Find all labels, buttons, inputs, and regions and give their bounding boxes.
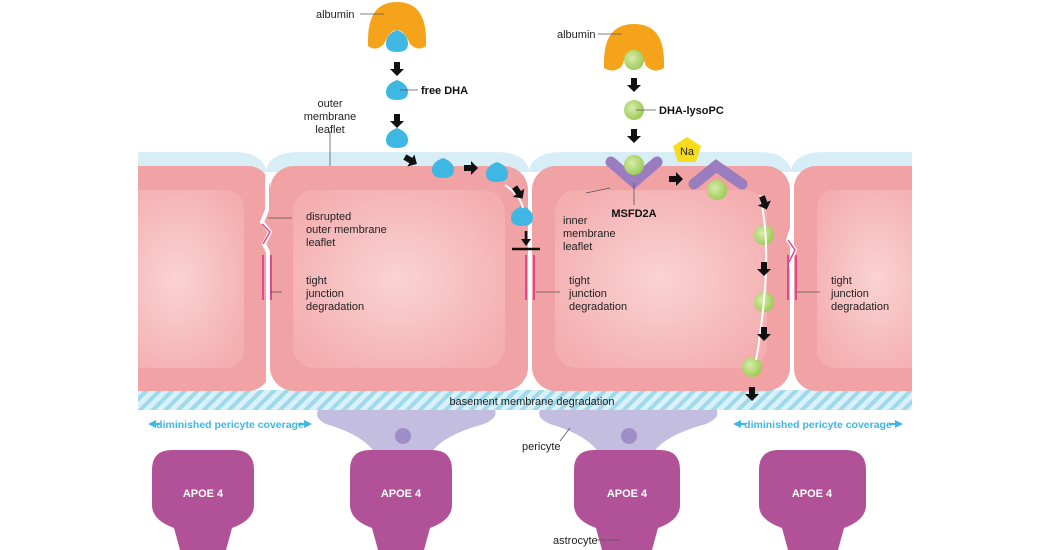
disrupted-leaflet-label-line1: disrupted [306,211,351,223]
pericyte-nucleus [395,428,411,444]
msfd2a-icon [605,156,663,190]
endothelial-cell-inner [817,190,937,368]
inner-leaflet-label-line2: membrane [563,228,616,240]
tight-junction-label-line2: junction [568,288,607,300]
outer-leaflet-label-line3: leaflet [315,124,344,136]
endothelial-cell-inner [110,190,244,368]
block-icon [512,231,540,251]
arrow-icon [512,185,525,199]
outer-leaflet-label-line2: membrane [304,111,357,123]
arrow-icon [390,62,404,76]
apoe-label: APOE 4 [381,488,422,500]
tight-junction-label-line3: degradation [306,301,364,313]
dha-lysopc-icon [742,357,762,377]
pericyte-coverage-label: diminished pericyte coverage [744,419,892,431]
dha-lysopc-icon [624,155,644,175]
dha-lysopc-icon [707,180,727,200]
astrocyte-label: astrocyte [553,535,598,547]
albumin-label: albumin [316,9,355,21]
free-dha-icon [511,206,533,226]
dha-lysopc-icon [624,50,644,70]
free-dha-icon [386,80,408,100]
arrow-icon [627,78,641,92]
msfd2a-icon [688,159,748,190]
sodium-label: Na [680,146,695,158]
pericyte-coverage-label: diminished pericyte coverage [156,419,304,431]
dha-lysopc-icon [754,225,774,245]
dha-lysopc-label: DHA-lysoPC [659,105,724,117]
tight-junction-label-line3: degradation [569,301,627,313]
free-dha-icon [486,162,508,182]
apoe-label: APOE 4 [183,488,224,500]
outer-leaflet-label-line1: outer [317,98,342,110]
arrow-icon [403,154,417,167]
disrupted-leaflet-label-line2: outer membrane [306,224,387,236]
free-dha-molecules [386,80,533,226]
apoe-label: APOE 4 [792,488,833,500]
msfd2a-label: MSFD2A [611,208,656,220]
albumin-label: albumin [557,29,596,41]
endothelial-cell-inner [555,190,767,368]
arrow-icon [757,195,771,210]
arrow-icon [390,114,404,128]
tight-junction-label-line1: tight [831,275,852,287]
apoe-label: APOE 4 [607,488,648,500]
dha-lysopc-icon [624,100,644,120]
endothelial-cell-inner [293,190,505,368]
basement-membrane [138,390,912,410]
sodium-icon [673,137,701,162]
msfd2a-transporters [605,156,748,190]
arrow-icon [745,387,759,401]
tight-junction-label-line1: tight [569,275,590,287]
tight-junction-marks [262,255,797,300]
arrow-icon [627,129,641,143]
astrocyte [574,450,680,550]
pericyte-label: pericyte [522,441,561,453]
inner-leaflet-label-line1: inner [563,215,588,227]
pericyte-nucleus [621,428,637,444]
free-dha-label: free DHA [421,85,468,97]
double-arrow-icon [733,420,903,428]
flow-arrows [390,62,771,401]
tight-junction-label-line3: degradation [831,301,889,313]
endothelial-cells [110,166,937,391]
free-dha-icon [432,158,454,178]
double-arrow-icon [148,420,312,428]
disrupted-leaflet-label-line3: leaflet [306,237,335,249]
tight-junction-label-line2: junction [305,288,344,300]
arrow-icon [757,262,771,276]
arrow-icon [757,327,771,341]
tight-junction-label-line2: junction [830,288,869,300]
basement-membrane-label: basement membrane degradation [449,396,614,408]
astrocyte [350,450,452,550]
astrocyte [152,450,254,550]
free-dha-icon [386,30,408,52]
astrocytes [152,450,866,550]
free-dha-icon [386,128,408,148]
arrow-icon [669,172,683,186]
arrow-icon [464,161,478,175]
albumin-icon [604,24,664,71]
astrocyte [759,450,866,550]
tight-junction-label-line1: tight [306,275,327,287]
inner-leaflet-label-line3: leaflet [563,241,592,253]
